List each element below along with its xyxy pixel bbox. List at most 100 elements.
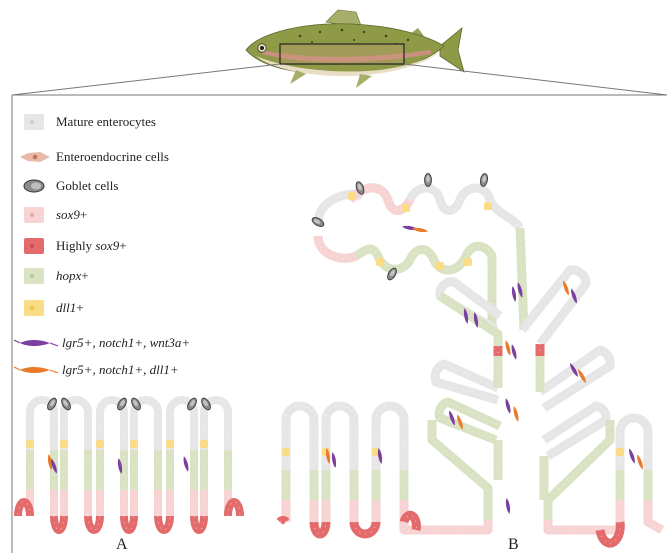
goblet-cell — [425, 174, 432, 187]
legend-swatch-lgr5a — [20, 340, 50, 346]
panel-a-villus-5-dll1 — [166, 440, 174, 448]
panel-b-base-right — [548, 520, 620, 530]
legend-item-highsox9: Highly sox9+ — [24, 238, 127, 254]
legend: Mature enterocytesEnteroendocrine cellsG… — [14, 114, 190, 377]
legend-label-part: Highly — [56, 238, 95, 253]
panel-b-trunk — [498, 440, 544, 500]
panel-b-villus-1-low — [286, 500, 314, 522]
panel-b-dll1-4 — [376, 258, 384, 266]
panel-a-crypt-5 — [194, 516, 204, 530]
legend-label-suffix: + — [81, 268, 88, 283]
panel-a-villus-6-mid — [204, 450, 228, 490]
panel-a-villus-3 — [96, 397, 128, 516]
panel-a-villus-3-low — [100, 490, 124, 516]
panel-a-villus-5-mid — [170, 450, 194, 490]
legend-item-dll1: dll1+ — [24, 300, 84, 316]
panel-b-villus-1 — [282, 406, 314, 522]
legend-label-enteroendocrine: Enteroendocrine cells — [56, 149, 169, 164]
panel-a-crypt-0 — [18, 502, 30, 516]
panel-b-crypt-c — [354, 522, 376, 534]
panel-b-lgr5-wnt3a-cell — [505, 498, 511, 514]
panel-a-villus-2-low — [64, 490, 88, 516]
panel-b-lgr5-wnt3a-cell — [511, 286, 517, 302]
panel-b-lgr5-dll1-cell — [636, 454, 645, 470]
panel-b-wave-right — [520, 228, 524, 330]
panel-b-lgr5-dll1-cell — [512, 406, 520, 422]
panel-b-branch-lowleft — [439, 402, 500, 440]
panel-a-villus-2-dll1 — [60, 440, 68, 448]
legend-label-hopx: hopx+ — [56, 268, 89, 283]
panel-a-crypt-4 — [158, 516, 170, 530]
legend-label-suffix: + — [76, 300, 83, 315]
panel-b-intestine-folds — [280, 173, 662, 543]
goblet-cell — [479, 173, 488, 187]
panel-b-dll1-0 — [348, 192, 356, 200]
panel-a-crypt-3 — [124, 516, 134, 530]
panel-b-villus-2-low — [326, 500, 354, 522]
legend-label-dll1: dll1+ — [56, 300, 84, 315]
panel-a-intestine-folds — [18, 397, 240, 530]
legend-label-goblet: Goblet cells — [56, 178, 118, 193]
panel-b-villus-2-mid — [326, 470, 354, 500]
panel-b-villus-1-mid — [286, 470, 314, 500]
panel-a-crypt-1 — [54, 516, 64, 530]
panel-b-branch-midleft — [435, 364, 498, 400]
panel-b-lgr5-wnt3a-cell — [510, 344, 518, 360]
panel-b-villus-2-top — [326, 406, 354, 470]
panel-a-villus-5-low — [170, 490, 194, 516]
panel-b-villus-3-mid — [376, 470, 404, 500]
fish-illustration — [246, 10, 464, 88]
panel-a-villus-2 — [60, 397, 88, 516]
panel-b-dll1-5 — [436, 262, 444, 270]
panel-b-crypt-a — [280, 520, 286, 522]
panel-b-lgr5-wnt3a-cell — [628, 448, 637, 464]
legend-label-suffix: + — [80, 207, 87, 222]
panel-a-villus-6 — [200, 397, 228, 516]
panel-b-crypt-b — [314, 522, 326, 534]
panel-b-villus-right-low — [620, 500, 662, 530]
panel-a-villus-5 — [166, 397, 198, 516]
legend-label-italic: hopx — [56, 268, 82, 283]
panel-b-villus-2 — [322, 406, 354, 522]
panel-b-lgr5-wnt3a-cell — [504, 398, 512, 414]
legend-item-enteroendocrine: Enteroendocrine cells — [20, 149, 169, 164]
panel-a-crypt-end — [228, 502, 240, 516]
panel-b-dll1-1 — [402, 204, 410, 212]
legend-item-lgr5a: lgr5+, notch1+, wnt3a+ — [14, 335, 190, 350]
legend-label-italic: sox9 — [95, 238, 119, 253]
legend-item-hopx: hopx+ — [24, 268, 89, 284]
panel-b-villus-1-top — [286, 406, 314, 470]
legend-label-lgr5b: lgr5+, notch1+, dll1+ — [62, 362, 179, 377]
legend-item-mature: Mature enterocytes — [24, 114, 156, 130]
panel-b-branch-upright-top — [522, 270, 586, 344]
panel-b-dll1-3 — [464, 258, 472, 266]
panel-b-branch-midright — [540, 350, 610, 408]
panel-a-villus-1-mid — [30, 450, 54, 490]
panel-b-lgr5-wnt3a-cell — [331, 452, 337, 468]
legend-label-highsox9: Highly sox9+ — [56, 238, 127, 253]
panel-a-villus-2-mid — [64, 450, 88, 490]
panel-a-lgr5-wnt3a-cell — [182, 456, 190, 472]
panel-a-villus-4-mid — [134, 450, 158, 490]
panel-a-villus-1-dll1 — [26, 440, 34, 448]
legend-label-italic: dll1 — [56, 300, 76, 315]
panel-b-villus-right-dll1 — [616, 448, 624, 456]
legend-item-lgr5b: lgr5+, notch1+, dll1+ — [14, 362, 179, 377]
legend-label-mature: Mature enterocytes — [56, 114, 156, 129]
legend-swatch-lgr5b — [20, 367, 50, 373]
legend-label-italic: sox9 — [56, 207, 80, 222]
panel-b-lgr5-dll1-cell — [504, 340, 512, 356]
panel-a-villus-4-low — [134, 490, 158, 516]
panel-a-crypt-2 — [88, 516, 100, 530]
panel-b-villus-right-mid — [620, 470, 648, 500]
panel-a-villus-3-dll1 — [96, 440, 104, 448]
legend-item-goblet: Goblet cells — [24, 178, 118, 193]
panel-b-label: B — [508, 536, 519, 553]
panel-b-villus-1-dll1 — [282, 448, 290, 456]
panel-a-villus-4 — [130, 397, 158, 516]
panel-b-villus-3-low — [376, 500, 404, 522]
panel-a-villus-4-dll1 — [130, 440, 138, 448]
panel-b-wave-bottom-pink — [318, 236, 356, 258]
panel-b-villus-3 — [372, 406, 404, 522]
